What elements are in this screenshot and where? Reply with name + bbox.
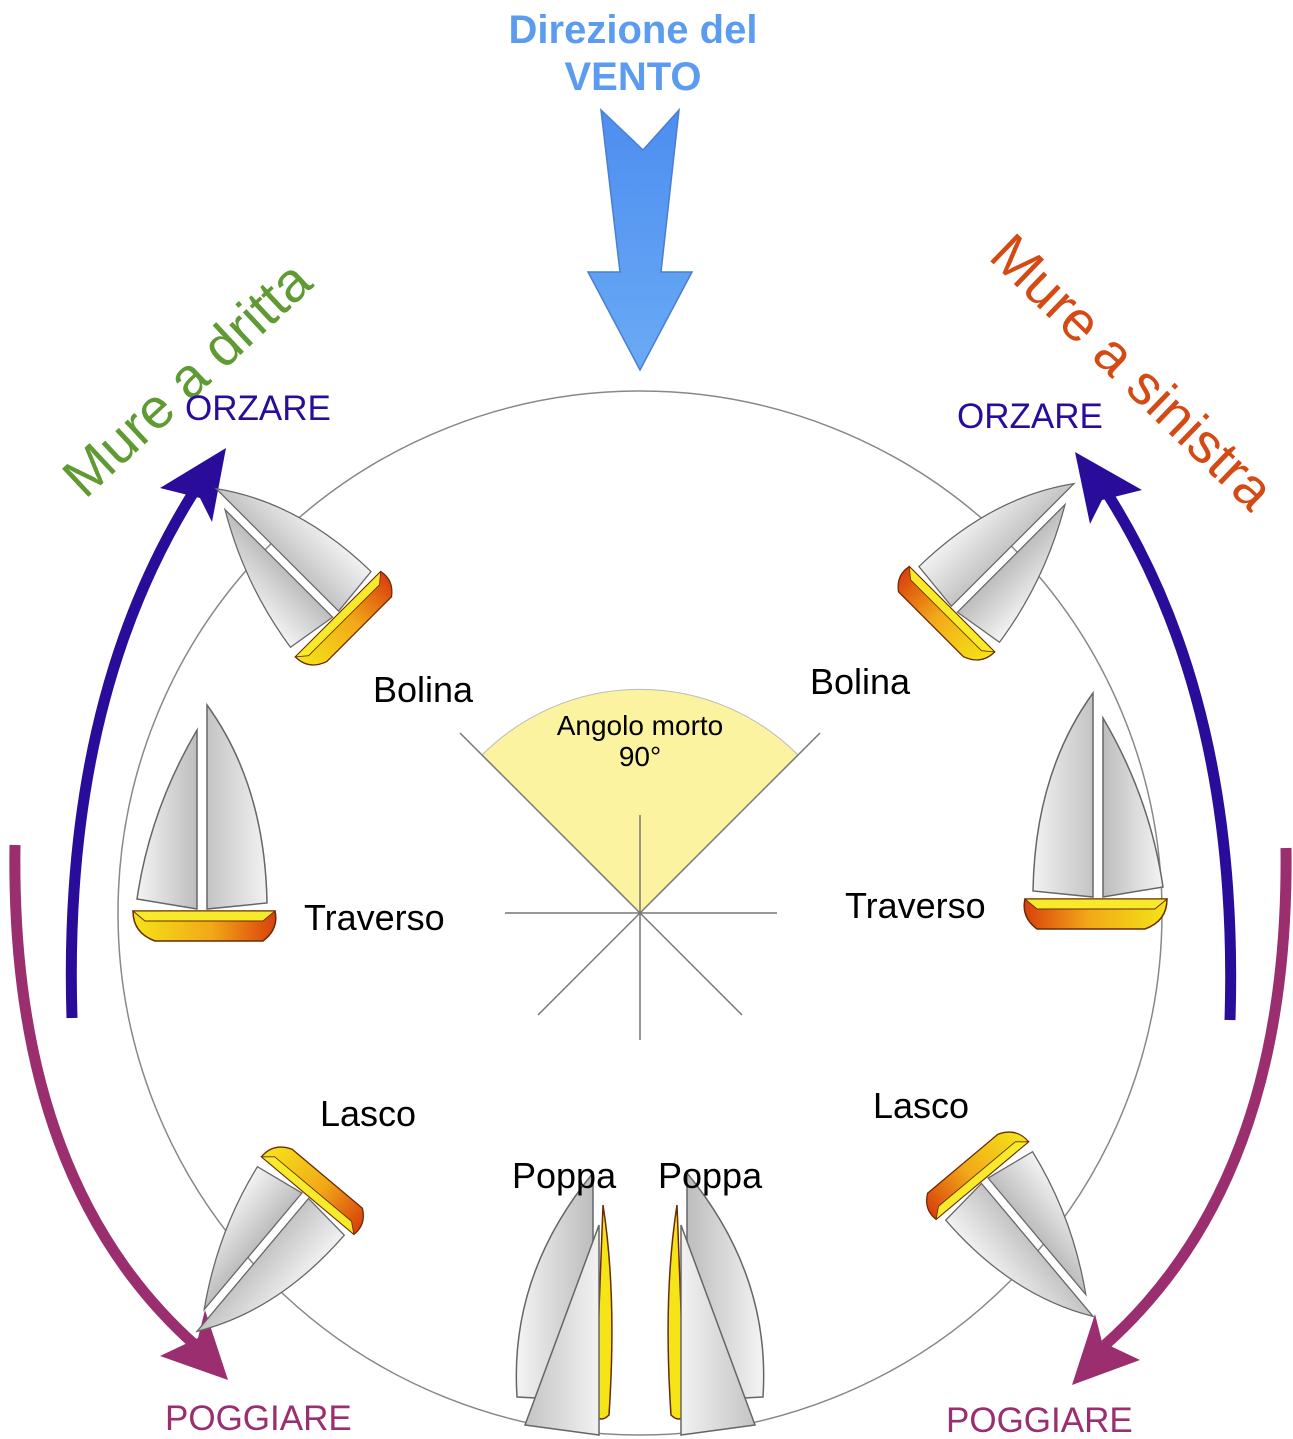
bolina-right-label: Bolina (810, 661, 911, 702)
sailboat-icon (668, 1173, 764, 1435)
sailboat-icon (516, 1173, 612, 1435)
orzare-right-label: ORZARE (957, 397, 1103, 436)
poppa-right-label: Poppa (658, 1155, 763, 1196)
traverso-left-label: Traverso (304, 897, 445, 938)
tack-right-label: Mure a sinistra (979, 221, 1288, 522)
bolina-left-label: Bolina (373, 669, 474, 710)
lasco-left-label: Lasco (320, 1093, 416, 1134)
dead-angle-value: 90° (619, 741, 661, 772)
sailboat-icon (1024, 693, 1167, 929)
down-arrow-icon (588, 110, 692, 370)
tack-left-label: Mure a dritta (50, 248, 323, 509)
poggiare-left-label: POGGIARE (165, 1399, 352, 1438)
orzare-right-arrow (1075, 452, 1231, 1020)
poppa-left-label: Poppa (512, 1155, 617, 1196)
dead-angle-label: Angolo morto (557, 710, 724, 741)
sailboat-icon (133, 705, 276, 941)
poggiare-right-label: POGGIARE (946, 1401, 1133, 1439)
wind-label-line2: VENTO (564, 55, 701, 99)
traverso-right-label: Traverso (845, 885, 986, 926)
sailboat-icon (919, 1122, 1141, 1354)
wind-label-line1: Direzione del (509, 8, 758, 52)
lasco-right-label: Lasco (873, 1085, 969, 1126)
orzare-left-label: ORZARE (185, 389, 331, 428)
